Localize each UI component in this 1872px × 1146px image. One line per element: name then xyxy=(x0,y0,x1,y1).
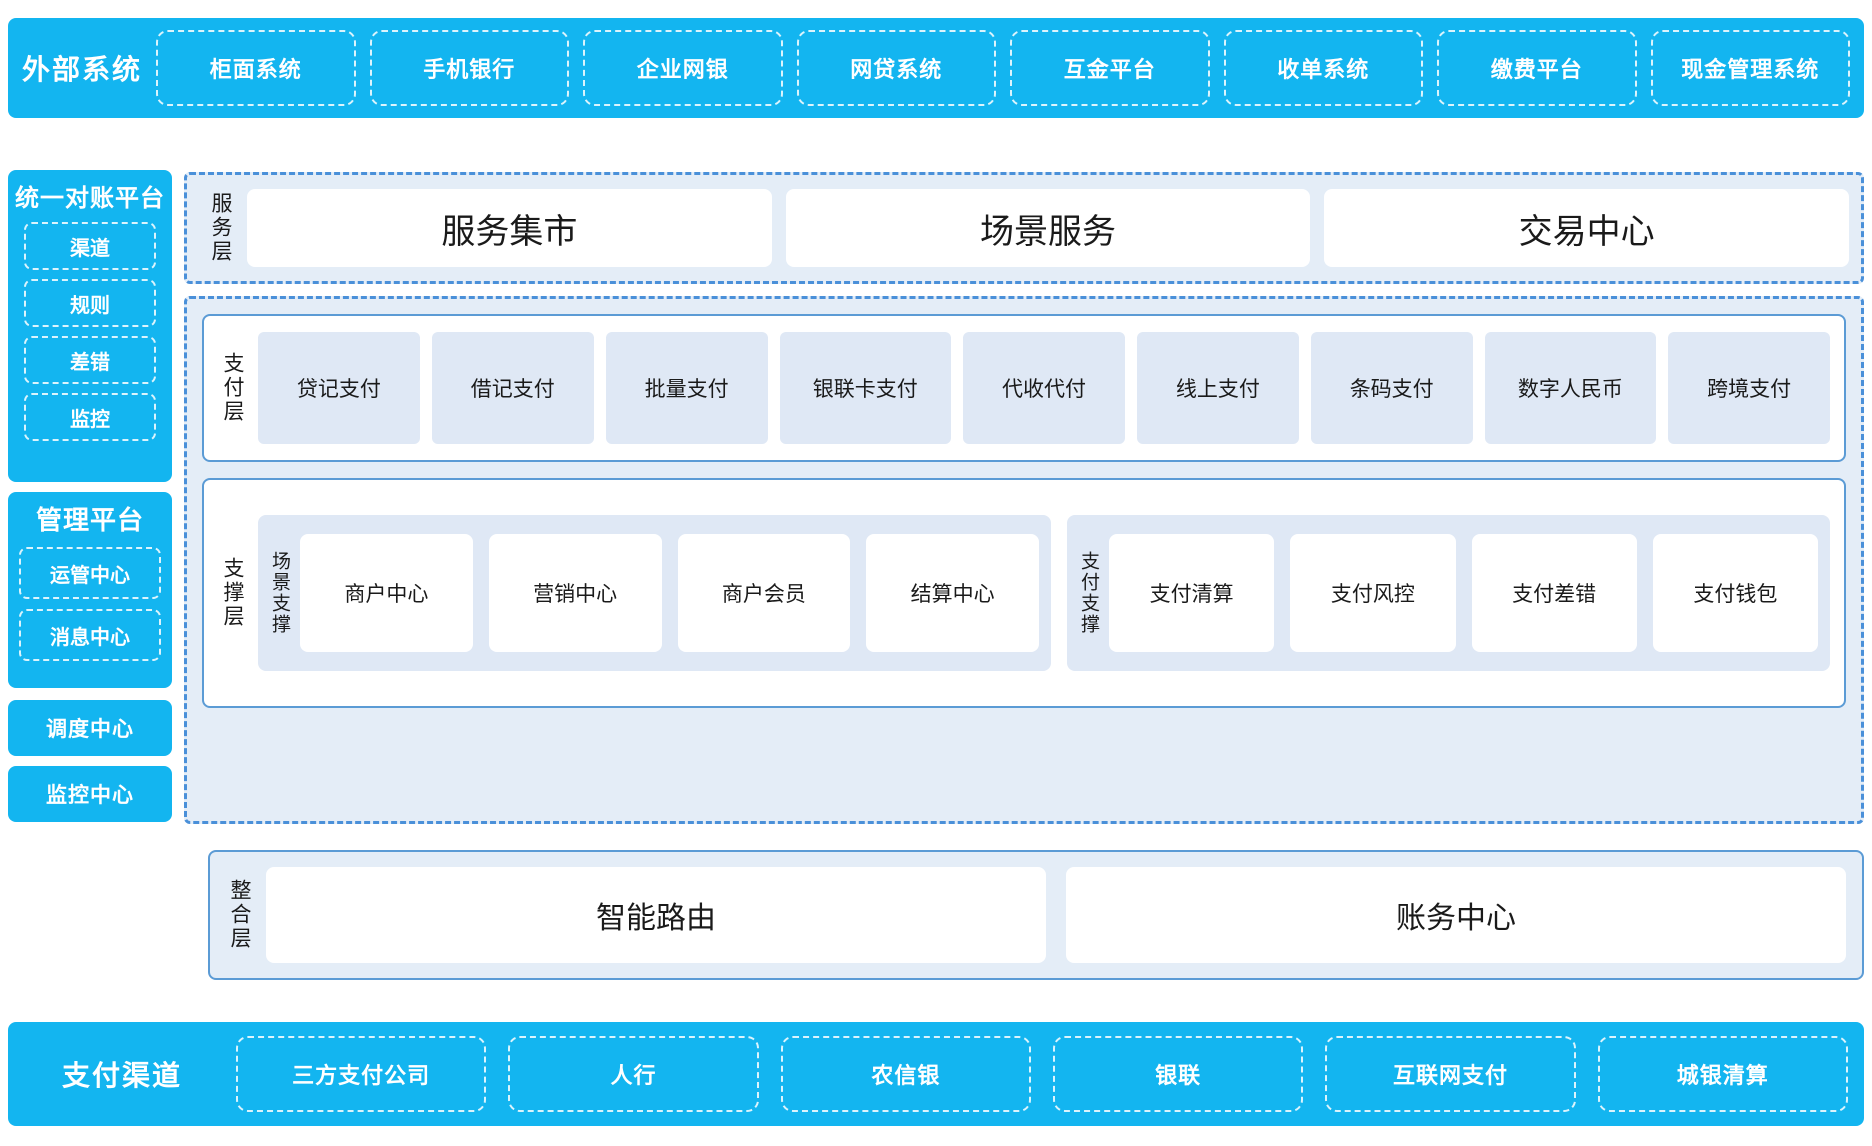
integration-layer-label: 整合层 xyxy=(228,879,252,951)
payment-support-error[interactable]: 支付差错 xyxy=(1471,534,1637,652)
sidebar-item-error[interactable]: 差错 xyxy=(24,336,156,384)
payment-item-batch[interactable]: 批量支付 xyxy=(605,332,768,444)
sidebar-item-monitor[interactable]: 监控 xyxy=(24,393,156,441)
sidebar-reconciliation-title: 统一对账平台 xyxy=(15,185,165,212)
scene-support-marketing-center[interactable]: 营销中心 xyxy=(488,534,662,652)
payment-channel-rcc[interactable]: 农信银 xyxy=(780,1036,1031,1112)
external-system-item[interactable]: 缴费平台 xyxy=(1437,30,1637,106)
payment-support-label: 支付支撑 xyxy=(1077,551,1099,635)
external-systems-bar: 外部系统 柜面系统 手机银行 企业网银 网贷系统 互金平台 收单系统 缴费平台 … xyxy=(8,18,1864,118)
payment-item-unionpay-card[interactable]: 银联卡支付 xyxy=(779,332,952,444)
service-market-card[interactable]: 服务集市 xyxy=(247,189,772,267)
external-system-item[interactable]: 互金平台 xyxy=(1010,30,1210,106)
accounting-center-card[interactable]: 账务中心 xyxy=(1066,867,1846,963)
payment-item-collection-payment[interactable]: 代收代付 xyxy=(963,332,1125,444)
scene-support-merchant-member[interactable]: 商户会员 xyxy=(677,534,851,652)
smart-routing-card[interactable]: 智能路由 xyxy=(266,867,1046,963)
scene-support-label: 场景支撑 xyxy=(268,551,290,635)
payment-layer-label: 支付层 xyxy=(221,352,245,424)
sidebar-item-rule[interactable]: 规则 xyxy=(24,279,156,327)
payment-item-cross-border[interactable]: 跨境支付 xyxy=(1668,332,1830,444)
external-system-item[interactable]: 现金管理系统 xyxy=(1650,30,1850,106)
scene-support-block: 场景支撑 商户中心 营销中心 商户会员 结算中心 xyxy=(258,515,1052,671)
support-layer-panel: 支撑层 场景支撑 商户中心 营销中心 商户会员 结算中心 支付支撑 支付清算 支… xyxy=(202,478,1846,708)
payment-item-barcode[interactable]: 条码支付 xyxy=(1310,332,1473,444)
payment-channel-pboc[interactable]: 人行 xyxy=(508,1036,759,1112)
payment-channel-city-bank-clearing[interactable]: 城银清算 xyxy=(1597,1036,1848,1112)
payment-item-digital-rmb[interactable]: 数字人民币 xyxy=(1484,332,1657,444)
external-system-item[interactable]: 手机银行 xyxy=(369,30,569,106)
external-system-item[interactable]: 网贷系统 xyxy=(796,30,996,106)
payment-layer-panel: 支付层 贷记支付 借记支付 批量支付 银联卡支付 代收代付 线上支付 条码支付 … xyxy=(202,314,1846,462)
sidebar-reconciliation-platform: 统一对账平台 渠道 规则 差错 监控 xyxy=(8,170,172,482)
payment-item-debit[interactable]: 借记支付 xyxy=(431,332,594,444)
payment-channel-third-party[interactable]: 三方支付公司 xyxy=(236,1036,487,1112)
scene-support-merchant-center[interactable]: 商户中心 xyxy=(300,534,473,652)
payment-channel-internet-payment[interactable]: 互联网支付 xyxy=(1325,1036,1576,1112)
sidebar-item-monitoring-center[interactable]: 监控中心 xyxy=(8,766,172,822)
external-system-item[interactable]: 柜面系统 xyxy=(156,30,356,106)
external-systems-title: 外部系统 xyxy=(21,54,142,85)
integration-layer-panel: 整合层 智能路由 账务中心 xyxy=(208,850,1864,980)
sidebar-item-operations-center[interactable]: 运管中心 xyxy=(19,547,161,599)
service-layer-label: 服务层 xyxy=(209,192,233,264)
payment-support-block: 支付支撑 支付清算 支付风控 支付差错 支付钱包 xyxy=(1067,515,1830,671)
scene-support-settlement-center[interactable]: 结算中心 xyxy=(866,534,1039,652)
payment-support-clearing[interactable]: 支付清算 xyxy=(1109,534,1275,652)
service-layer-group: 服务层 服务集市 场景服务 交易中心 xyxy=(184,172,1864,284)
payment-support-risk-control[interactable]: 支付风控 xyxy=(1290,534,1456,652)
sidebar-management-title: 管理平台 xyxy=(35,505,144,535)
payment-channels-bar: 支付渠道 三方支付公司 人行 农信银 银联 互联网支付 城银清算 xyxy=(8,1022,1864,1126)
payment-item-online[interactable]: 线上支付 xyxy=(1136,332,1299,444)
sidebar-item-message-center[interactable]: 消息中心 xyxy=(19,609,161,661)
scene-service-card[interactable]: 场景服务 xyxy=(785,189,1311,267)
sidebar-management-platform: 管理平台 运管中心 消息中心 xyxy=(8,492,172,688)
external-system-item[interactable]: 收单系统 xyxy=(1223,30,1423,106)
payment-channel-unionpay[interactable]: 银联 xyxy=(1052,1036,1304,1112)
payment-item-credit[interactable]: 贷记支付 xyxy=(258,332,420,444)
external-system-item[interactable]: 企业网银 xyxy=(583,30,783,106)
payment-support-wallet[interactable]: 支付钱包 xyxy=(1652,534,1819,652)
transaction-center-card[interactable]: 交易中心 xyxy=(1324,189,1850,267)
sidebar-item-channel[interactable]: 渠道 xyxy=(24,222,156,270)
sidebar-item-scheduling-center[interactable]: 调度中心 xyxy=(8,700,172,756)
support-layer-label: 支撑层 xyxy=(221,557,245,629)
payment-channels-title: 支付渠道 xyxy=(61,1060,182,1091)
